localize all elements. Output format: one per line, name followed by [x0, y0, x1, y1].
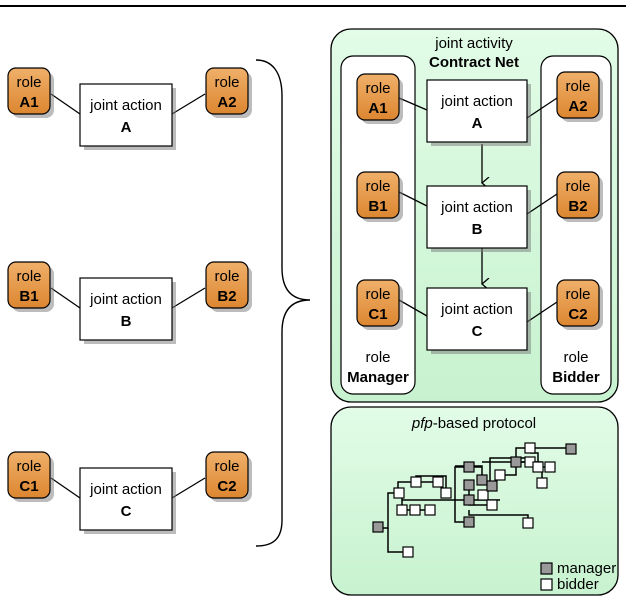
legend-bidder-label: bidder: [557, 576, 599, 593]
protocol-title-italic: pfp: [411, 415, 433, 432]
bidder-lane-role-word: role: [563, 349, 588, 366]
role-id: C2: [217, 478, 236, 495]
role-card-b2: role B2: [205, 261, 252, 312]
role-id: A1: [19, 94, 38, 111]
protocol-tree-nodes: [372, 442, 577, 558]
role-id: B2: [217, 288, 236, 305]
action-letter: C: [472, 323, 483, 340]
joint-activity-name: Contract Net: [429, 54, 519, 71]
role-word: role: [214, 458, 239, 475]
panel-role-card-c1: role C1: [356, 279, 403, 330]
role-word: role: [365, 178, 390, 195]
manager-lane-role-word: role: [365, 349, 390, 366]
action-letter: A: [472, 115, 483, 132]
role-word: role: [365, 286, 390, 303]
legend-manager-label: manager: [557, 560, 616, 577]
role-word: role: [16, 74, 41, 91]
action-letter: B: [121, 313, 132, 330]
panel-joint-action-b: joint action B: [426, 185, 531, 252]
action-label: joint action: [440, 301, 513, 318]
panel-role-card-b2: role B2: [556, 171, 603, 222]
protocol-title: pfp-based protocol: [411, 415, 536, 432]
left-group-c: role C1 joint action C role C2: [7, 451, 252, 534]
action-label: joint action: [89, 291, 162, 308]
role-id: C1: [368, 306, 387, 323]
role-card-c1: role C1: [7, 451, 54, 502]
joint-action-box-b: joint action B: [79, 277, 176, 344]
role-id: A2: [568, 98, 587, 115]
panel-role-card-c2: role C2: [556, 279, 603, 330]
role-card-c2: role C2: [205, 451, 252, 502]
joint-activity-panel: joint activity Contract Net role Manager…: [330, 28, 619, 403]
action-letter: B: [472, 221, 483, 238]
panel-joint-action-c: joint action C: [426, 287, 531, 354]
role-word: role: [16, 268, 41, 285]
role-id: A2: [217, 94, 236, 111]
panel-joint-action-a: joint action A: [426, 79, 531, 146]
panel-role-card-a1: role A1: [356, 73, 403, 124]
left-group-b: role B1 joint action B role B2: [7, 261, 252, 344]
role-card-b1: role B1: [7, 261, 54, 312]
panel-role-card-b1: role B1: [356, 171, 403, 222]
role-id: A1: [368, 100, 387, 117]
role-id: B1: [19, 288, 38, 305]
action-label: joint action: [440, 199, 513, 216]
role-card-a2: role A2: [205, 67, 252, 118]
role-word: role: [16, 458, 41, 475]
role-card-a1: role A1: [7, 67, 54, 118]
role-word: role: [565, 178, 590, 195]
joint-action-box-a: joint action A: [79, 83, 176, 150]
panel-role-card-a2: role A2: [556, 71, 603, 122]
manager-lane-name: Manager: [347, 369, 409, 386]
role-id: B2: [568, 198, 587, 215]
role-id: B1: [368, 198, 387, 215]
role-word: role: [365, 80, 390, 97]
role-word: role: [565, 78, 590, 95]
action-letter: C: [121, 503, 132, 520]
joint-activity-title: joint activity: [434, 35, 513, 52]
action-letter: A: [121, 119, 132, 136]
protocol-title-rest: -based protocol: [433, 415, 536, 432]
action-label: joint action: [89, 97, 162, 114]
joint-action-box-c: joint action C: [79, 467, 176, 534]
role-word: role: [214, 268, 239, 285]
legend-bidder-swatch: [540, 578, 553, 591]
bidder-lane-name: Bidder: [552, 369, 600, 386]
action-label: joint action: [440, 93, 513, 110]
legend-manager-swatch: [540, 562, 553, 575]
left-group-a: role A1 joint action A role A2: [7, 67, 252, 150]
role-id: C1: [19, 478, 38, 495]
protocol-panel: pfp-based protocol: [330, 406, 619, 596]
role-word: role: [565, 286, 590, 303]
role-id: C2: [568, 306, 587, 323]
action-label: joint action: [89, 481, 162, 498]
role-word: role: [214, 74, 239, 91]
curly-brace: [255, 59, 311, 547]
protocol-legend: manager bidder: [540, 560, 616, 593]
